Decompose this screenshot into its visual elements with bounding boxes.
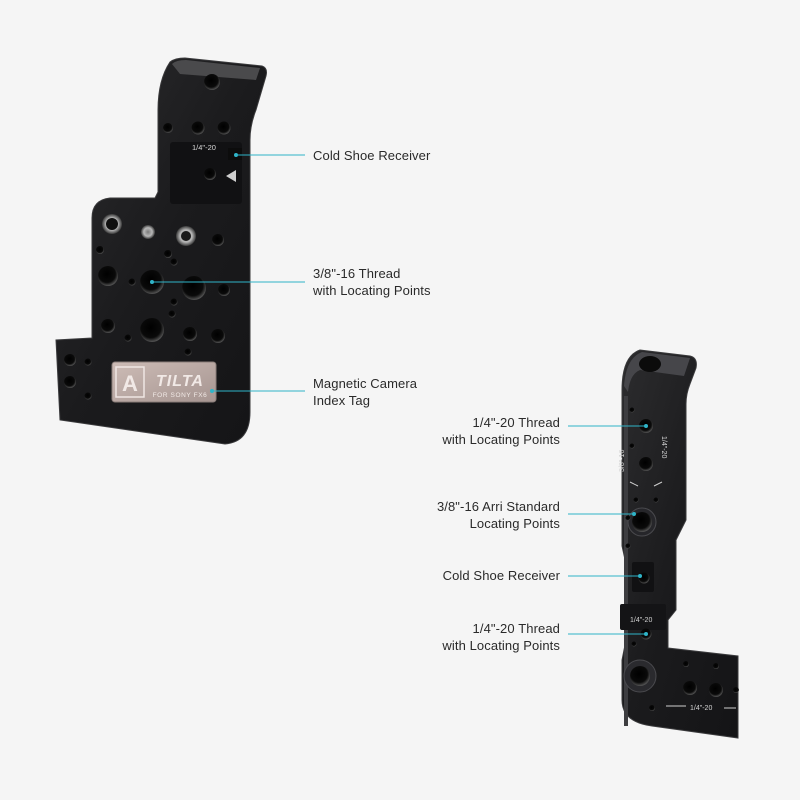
hole [629, 443, 635, 449]
hole [649, 705, 655, 711]
hole [182, 276, 206, 300]
magnetic-index-tag: A TILTA FOR SONY FX6 [111, 361, 217, 403]
engraving-38: 3/8"-16 [619, 450, 626, 472]
leader-dot [210, 389, 214, 393]
leader-dot [632, 512, 636, 516]
callout-cold-shoe-receiver-top: Cold Shoe Receiver [313, 148, 431, 163]
engraving-14-c: 1/4"-20 [690, 705, 712, 712]
hole [212, 234, 224, 246]
callout-arri-locating: 3/8"-16 Arri Standard Locating Points [436, 499, 560, 531]
hole [625, 515, 631, 521]
hole [709, 683, 723, 697]
callout-magnetic-index-tag: Magnetic Camera Index Tag [313, 376, 418, 408]
hole [84, 392, 92, 400]
tag-logo-letter: A [122, 371, 138, 396]
leader-dot [234, 153, 238, 157]
leader-lines [150, 153, 648, 636]
arrow-marker [226, 170, 236, 182]
hole [163, 123, 173, 133]
tag-brand: TILTA [156, 373, 204, 390]
hole [218, 284, 230, 296]
right-mounting-plate: 3/8"-16 1/4"-20 1/4"-20 1/4"-20 [619, 349, 739, 739]
hole [625, 543, 631, 549]
hole [128, 278, 136, 286]
threaded-insert [181, 231, 191, 241]
callout-cold-shoe-receiver-side: Cold Shoe Receiver [442, 568, 560, 583]
hole [84, 358, 92, 366]
leader-dot [638, 574, 642, 578]
callout-thread-38-locating: 3/8"-16 Thread with Locating Points [313, 266, 431, 298]
large-hole-inner [630, 666, 650, 686]
left-mounting-plate: 1/4"-20 A [55, 57, 267, 445]
callout-thread-14-locating-bottom: 1/4"-20 Thread with Locating Points [442, 621, 560, 653]
hole [204, 168, 216, 180]
hole [106, 218, 118, 230]
hole [683, 681, 697, 695]
threaded-insert [141, 225, 155, 239]
hole [101, 319, 115, 333]
hole [140, 318, 164, 342]
hole [639, 457, 653, 471]
hole [683, 661, 689, 667]
hole [164, 250, 172, 258]
left-plate-top-bevel [172, 60, 260, 80]
hole [184, 348, 192, 356]
engraving-rule [666, 705, 736, 709]
engraving-bracket [629, 481, 663, 487]
engraving-14-b: 1/4"-20 [630, 617, 652, 624]
hole [633, 497, 639, 503]
engraving-14-a: 1/4"-20 [660, 436, 667, 458]
callout-thread-14-locating-top: 1/4"-20 Thread with Locating Points [442, 415, 560, 447]
hole [629, 407, 635, 413]
leader-dot [150, 280, 154, 284]
leader-dot [644, 632, 648, 636]
lower-pocket [620, 604, 666, 630]
hole [631, 641, 637, 647]
side-flat [624, 396, 628, 726]
hole [733, 687, 739, 693]
hole [64, 376, 76, 388]
hole [191, 121, 205, 135]
hole [64, 354, 76, 366]
hole [653, 497, 659, 503]
hole [168, 310, 176, 318]
left-plate-engraving-quarter: 1/4"-20 [192, 143, 216, 152]
hole [211, 329, 225, 343]
tag-subtitle: FOR SONY FX6 [153, 392, 208, 399]
top-hole [204, 74, 220, 90]
hole [96, 246, 104, 254]
arri-locating-hole [632, 512, 652, 532]
hole [217, 121, 231, 135]
hole [124, 334, 132, 342]
hole [713, 663, 719, 669]
hole [183, 327, 197, 341]
hole [98, 266, 118, 286]
hole [170, 298, 178, 306]
hole [170, 258, 178, 266]
top-hole [639, 356, 661, 372]
leader-dot [644, 424, 648, 428]
